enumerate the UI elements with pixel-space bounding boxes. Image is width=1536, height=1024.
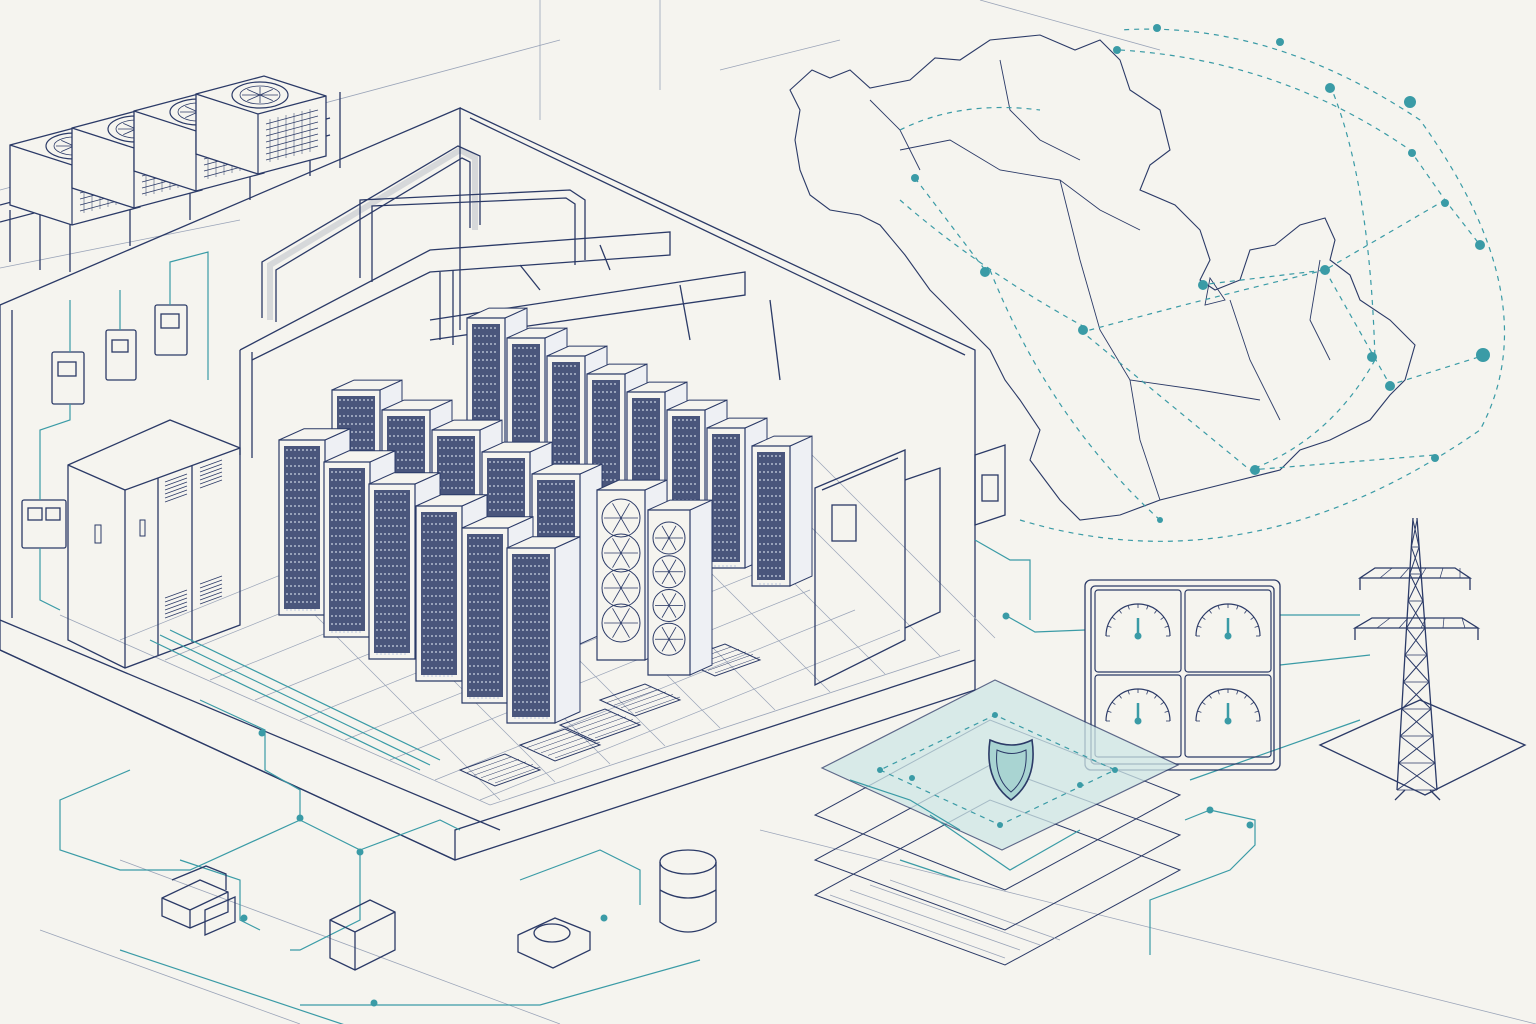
server-rack-icon <box>506 535 581 724</box>
map-node-icon <box>1250 465 1260 475</box>
fan-icon <box>652 589 686 622</box>
map-node-icon <box>1441 199 1449 207</box>
map-node-icon <box>1198 280 1208 290</box>
fan-icon <box>652 521 686 555</box>
map-node-icon <box>1113 46 1121 54</box>
perforated-floor-tile <box>458 753 542 787</box>
wall-control-panels <box>21 251 209 611</box>
map-node-icon <box>1385 381 1395 391</box>
gauge-icon <box>1094 589 1182 673</box>
switchgear-cabinets <box>67 419 241 669</box>
cable-routing <box>59 539 1371 1024</box>
rooftop-condensers <box>0 75 341 272</box>
map-node-icon <box>1153 24 1161 32</box>
security-layers <box>813 679 1182 966</box>
transmission-tower-icon <box>1318 517 1527 801</box>
server-rack-icon <box>647 499 713 676</box>
map-node-icon <box>1404 96 1416 108</box>
shield-icon <box>988 738 1034 801</box>
map-node-icon <box>1431 454 1439 462</box>
gauge-icon <box>1184 674 1272 758</box>
fan-icon <box>652 555 686 589</box>
map-node-icon <box>1476 348 1490 362</box>
perforated-floor-tile <box>518 728 602 762</box>
map-node-icon <box>1320 265 1330 275</box>
map-node-icon <box>1078 325 1088 335</box>
map-node-icon <box>911 174 919 182</box>
map-node-icon <box>1367 352 1377 362</box>
map-node-icon <box>1325 83 1335 93</box>
gauge-icon <box>1184 589 1272 673</box>
map-node-icon <box>1475 240 1485 250</box>
map-node-icon <box>1276 38 1284 46</box>
perforated-floor-tile <box>558 708 642 742</box>
perforated-floor-tile <box>598 683 682 717</box>
fan-icon <box>231 81 289 109</box>
regional-map <box>789 24 1506 542</box>
gauge-panel <box>1084 579 1281 771</box>
map-node-icon <box>980 267 990 277</box>
map-node-icon <box>1157 517 1163 523</box>
condenser-unit <box>195 75 327 175</box>
server-rack-icon <box>751 435 813 587</box>
fan-icon <box>601 568 641 608</box>
fan-icon <box>601 603 641 643</box>
fan-icon <box>601 498 641 538</box>
fan-icon <box>652 622 686 656</box>
overhead-pipes <box>239 145 781 458</box>
server-racks <box>278 307 813 724</box>
site-equipment <box>161 849 717 971</box>
map-node-icon <box>1408 149 1416 157</box>
fan-icon <box>601 533 641 573</box>
